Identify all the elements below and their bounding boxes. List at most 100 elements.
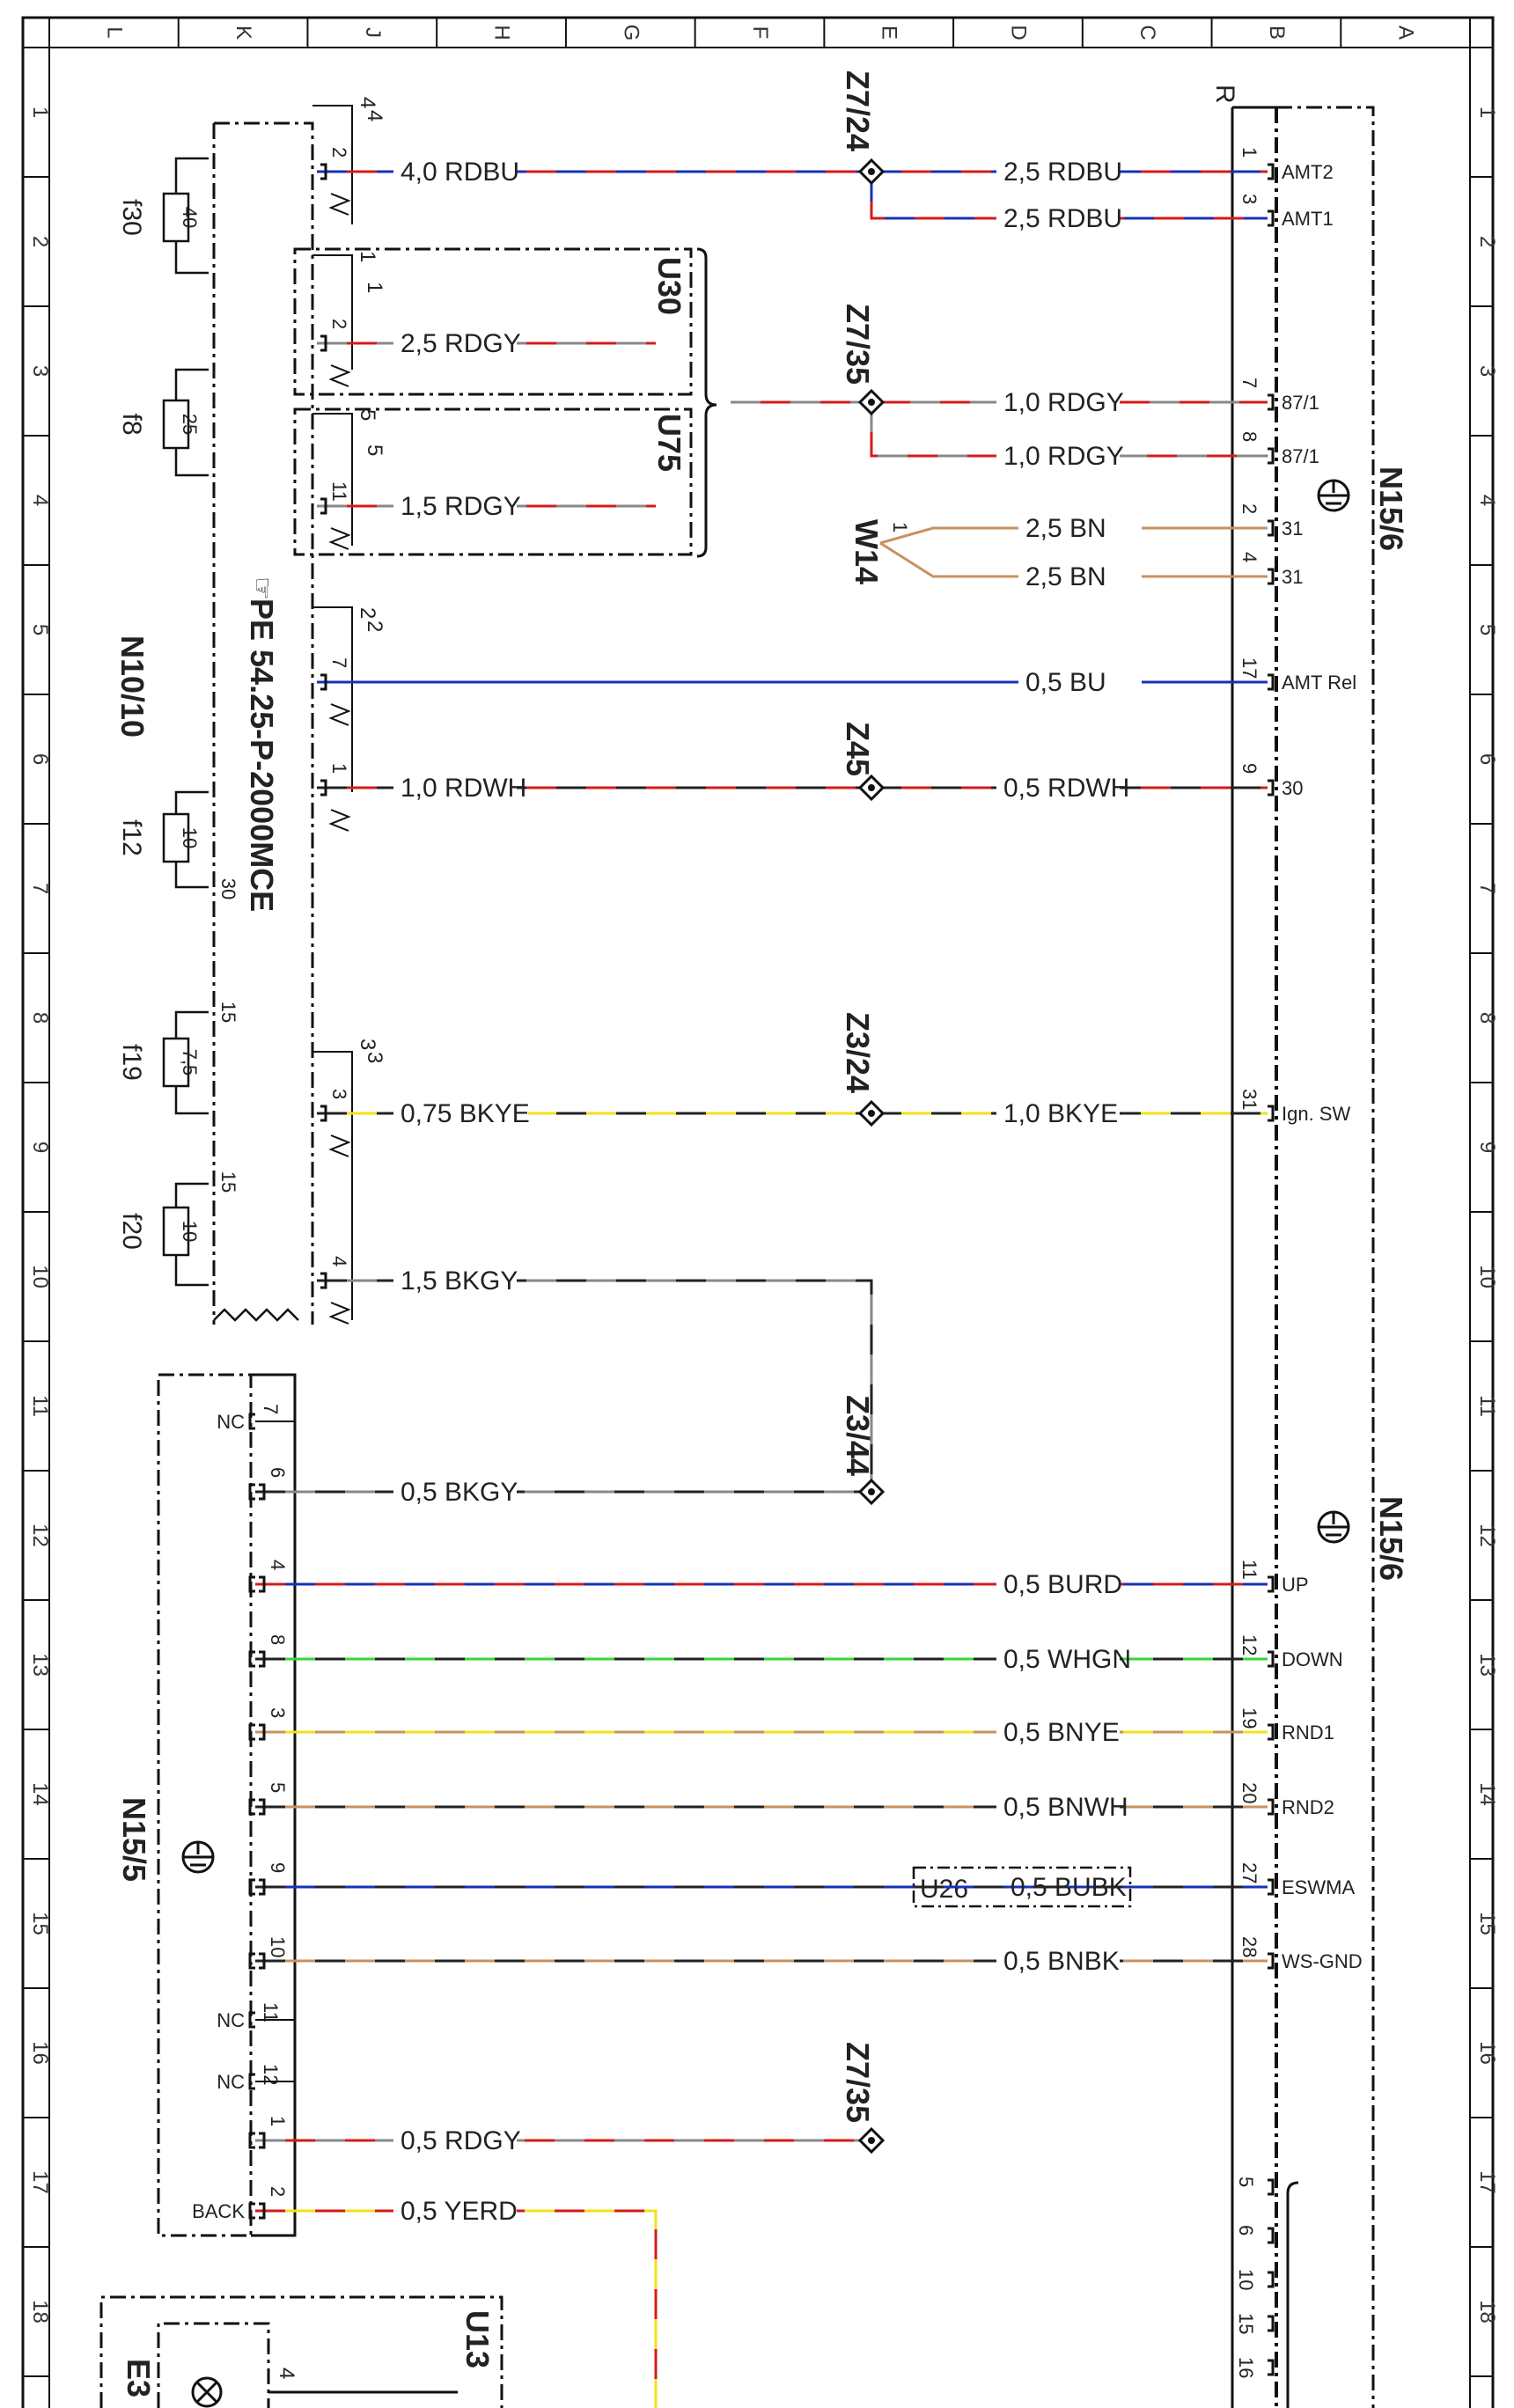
fuse-f20-rating: 10 [179,1221,201,1242]
wire-z45-30: 0,5 RDWH [871,774,1268,803]
connector-number: 1 [363,282,386,293]
frame-column-label: B [1265,26,1289,40]
frame-row-label-right: 12 [1475,1523,1499,1547]
n156-pin-name: 30 [1282,777,1303,799]
frame-row-label-right: 2 [1475,236,1499,247]
fuse-f20-pin: 15 [217,1171,239,1193]
n156-pin-name: WS-GND [1282,1950,1363,1972]
frame-row-label-left: 13 [28,1653,52,1677]
wire-spec-label: 1,5 BKGY [401,1266,518,1296]
wire-spec-label: 2,5 BN [1025,514,1106,543]
n156-label-top: N15/6 [1373,466,1409,551]
frame-column-label: K [232,26,255,40]
n156-pin-number: 9 [1238,763,1260,774]
e3-label: E3 [121,2359,157,2397]
wire-pin-number: 1 [328,763,350,774]
fuse-f8-rating: 25 [179,414,201,435]
wire-spec-label: 0,5 RDWH [1003,774,1129,803]
n155-pin-5 [248,1798,255,1816]
ground-symbol-n155-icon [181,1840,215,1874]
wire-w14-31a: 2,5 BN [879,514,1268,545]
n156-pin-number: 28 [1238,1936,1260,1957]
corner-label: R [1210,84,1239,104]
n156-pin-name: 31 [1282,518,1303,540]
wire-z324-ign: 1,0 BKYE [871,1099,1268,1128]
frame-row-label-right: 5 [1475,624,1499,635]
frame-row-label-left: 8 [28,1012,52,1024]
frame-column-label: L [102,26,126,38]
ground-symbol-icon [1317,479,1350,1544]
n156-pin-number: 31 [1238,1089,1260,1110]
wire-spec-label: 1,5 RDGY [401,492,521,521]
wire-spec-label: 0,5 BNWH [1003,1793,1128,1822]
n10-label: N10/10 [114,635,151,738]
n156-pin-2: 2 31 [1238,503,1303,540]
n156-pin-number: 20 [1238,1782,1260,1803]
frame-row-label-left: 5 [28,624,52,635]
wire-z735-871b: 1,0 RDGY [870,402,1268,471]
n156-pin-name: AMT2 [1282,161,1334,183]
n156-block [1231,106,1375,2408]
frame-column-label: G [619,25,643,41]
n156-pin-number: 16 [1235,2357,1257,2378]
n156-pin-name: UP [1282,1574,1309,1596]
wire-pin-number: 4 [267,1560,289,1570]
n156-pin-name: 87/1 [1282,445,1319,467]
fuse-f19-label: f19 [117,1044,146,1081]
n156-pin-number: 7 [1238,378,1260,388]
n155-pin-2: BACK [192,2200,255,2222]
n156-pin-number: 4 [1238,552,1260,562]
frame-row-label-right: 16 [1475,2041,1499,2065]
wire-spec-label: 1,0 BKYE [1003,1099,1118,1128]
n156-label-bottom: N15/6 [1373,1496,1409,1581]
n155-pin-number: 7 [260,1404,282,1414]
n156-pin-name: DOWN [1282,1648,1343,1670]
n156-pin-number: 15 [1235,2313,1257,2334]
n156-pin-number: 2 [1238,503,1260,514]
n155-pin-6 [248,1483,255,1501]
fuse-f19: 7,5 f19 15 [117,1002,239,1115]
wire-z724-amt1: 2,5 RDBU [870,172,1268,233]
n155-label: N15/5 [116,1797,152,1882]
frame-row-label-right: 7 [1475,883,1499,894]
wire-pin-number: 3 [328,1089,350,1099]
connector-label-5: 5 [356,409,379,421]
fuse-f20-label: f20 [117,1213,146,1250]
n156-extra-pin: 15 [1235,2313,1275,2334]
n156-extra-pin: 16 [1235,2357,1275,2378]
wire-pin-number: 11 [328,481,350,502]
frame-column-label: C [1136,25,1159,40]
n155-pin-number: 11 [260,2002,282,2023]
n155-pin-4 [248,1575,255,1593]
wire-spec-label: 2,5 RDBU [1003,158,1122,187]
n156-pin-number: 17 [1238,657,1260,679]
connector-number: 3 [363,1052,386,1063]
n156-pin-name: 31 [1282,566,1303,588]
wire-spec-label: 2,5 RDBU [1003,204,1122,233]
splice-label: Z3/44 [840,1395,876,1476]
n155-pin-name: NC [217,1411,245,1433]
fuse-f12-rating: 10 [179,827,201,848]
wire-pin-number: 7 [328,657,350,668]
frame-row-label-right: 13 [1475,1653,1499,1677]
n156-pin-8: 887/1 [1238,431,1319,467]
fuse-f30-label: f30 [117,199,146,236]
splice-label: Z3/24 [840,1012,876,1093]
n156-pin-number: 5 [1235,2177,1257,2187]
n156-pin-4: 4 31 [1238,552,1303,588]
splice-label: Z7/35 [840,2042,876,2123]
frame-row-label-left: 14 [28,1782,52,1806]
